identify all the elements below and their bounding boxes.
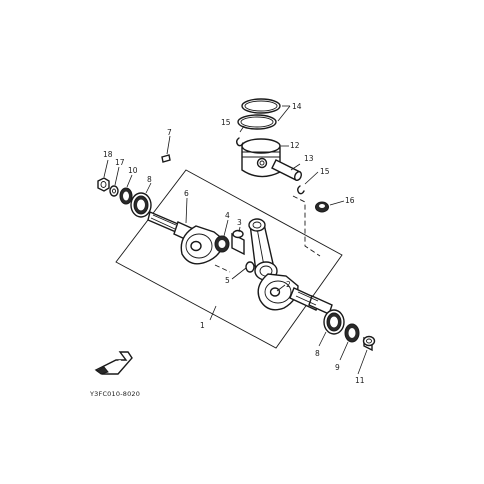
piston-pin — [271, 159, 303, 181]
callout-12: 12 — [290, 141, 300, 150]
big-end-bearing — [214, 235, 230, 253]
dashed-guide — [292, 195, 321, 257]
collar — [362, 335, 376, 352]
callout-18: 18 — [103, 150, 113, 159]
piston — [241, 138, 281, 178]
callout-15-left: 15 — [221, 118, 231, 127]
callout-4: 4 — [225, 211, 230, 220]
callout-9: 9 — [335, 363, 340, 372]
bearing-right — [323, 309, 345, 335]
callout-6: 6 — [184, 189, 189, 198]
callout-16: 16 — [345, 196, 355, 205]
nut — [97, 177, 110, 192]
leader-lines — [103, 105, 368, 375]
circlip-right — [297, 185, 305, 195]
thrust-washer — [245, 261, 255, 273]
woodruff-key — [161, 154, 171, 163]
crank-right-half — [257, 273, 333, 315]
callout-10: 10 — [128, 166, 138, 175]
callout-7: 7 — [167, 128, 172, 137]
callout-numbers: 1 2 3 4 5 6 7 8 8 9 10 11 12 13 14 15 15… — [103, 102, 365, 385]
callout-8-right: 8 — [315, 349, 320, 358]
crank-left-half — [147, 211, 225, 265]
callout-17: 17 — [115, 158, 125, 167]
circlip-left — [236, 137, 244, 147]
callout-5: 5 — [225, 276, 230, 285]
callout-3: 3 — [237, 218, 242, 227]
oil-seal-right — [344, 323, 360, 343]
diagram-code: Y3FC010-8020 — [89, 390, 140, 398]
fwd-arrow-icon: FWD — [94, 351, 133, 375]
crank-pin — [231, 229, 245, 256]
callout-2: 2 — [286, 280, 291, 289]
callout-15-right: 15 — [320, 167, 330, 176]
piston-rings — [237, 98, 281, 130]
washer — [109, 185, 119, 197]
oil-seal-left — [119, 187, 133, 205]
bearing-left — [130, 192, 152, 218]
callout-13: 13 — [304, 154, 314, 163]
callout-14: 14 — [292, 102, 302, 111]
assembly-frame — [115, 169, 343, 349]
callout-8-left: 8 — [147, 175, 152, 184]
small-end-bearing — [315, 201, 329, 213]
fwd-label: FWD — [110, 359, 123, 370]
callout-1: 1 — [200, 321, 205, 330]
dashed-guide-left — [214, 264, 231, 273]
callout-11: 11 — [355, 376, 365, 385]
